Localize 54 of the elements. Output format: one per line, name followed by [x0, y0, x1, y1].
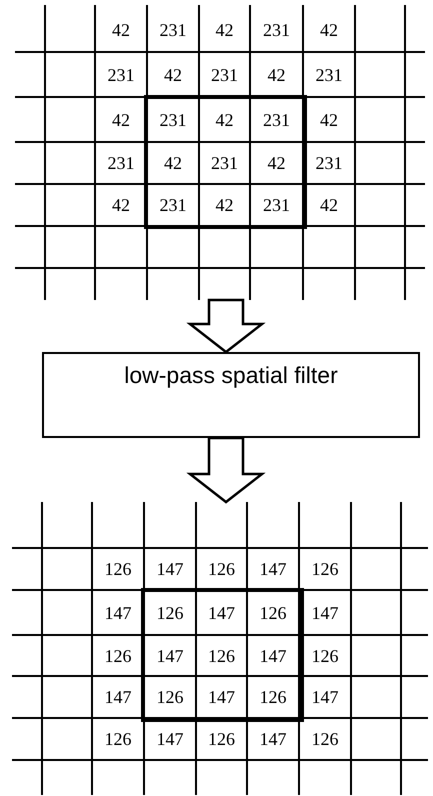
pixel-value: 147 — [104, 688, 132, 706]
pixel-value: 231 — [316, 66, 342, 84]
pixel-value: 147 — [260, 646, 286, 664]
pixel-value: 126 — [208, 730, 235, 748]
pixel-value: 126 — [260, 688, 286, 706]
pixel-value: 231 — [263, 21, 290, 39]
pixel-value: 42 — [112, 110, 130, 128]
pixel-value: 231 — [316, 154, 342, 172]
pixel-value: 126 — [260, 604, 286, 622]
pixel-value: 42 — [320, 21, 338, 39]
pixel-value: 147 — [260, 560, 286, 578]
box-title: low-pass spatial filter — [123, 361, 339, 390]
pixel-value: 126 — [156, 688, 184, 706]
pixel-value: 126 — [312, 560, 338, 578]
pixel-value: 126 — [312, 730, 338, 748]
pixel-value: 42 — [164, 66, 182, 84]
pixel-value: 42 — [320, 110, 338, 128]
pixel-value: 42 — [112, 196, 130, 214]
pixel-value: 126 — [312, 646, 338, 664]
pixel-value: 147 — [208, 604, 235, 622]
pixel-value: 126 — [104, 646, 132, 664]
pixel-value: 42 — [164, 154, 182, 172]
pixel-value: 42 — [268, 66, 286, 84]
pixel-value: 126 — [104, 730, 132, 748]
pixel-value: 231 — [160, 196, 186, 214]
pixel-value: 147 — [104, 604, 132, 622]
pixel-value: 147 — [312, 604, 338, 622]
pixel-value: 147 — [312, 688, 338, 706]
pixel-value: 231 — [108, 154, 134, 172]
process-box — [42, 352, 420, 438]
pixel-value: 126 — [104, 560, 132, 578]
pixel-value: 126 — [156, 604, 184, 622]
block-arrow — [186, 298, 266, 354]
pixel-value: 147 — [156, 730, 184, 748]
pixel-value: 42 — [320, 196, 338, 214]
pixel-value: 231 — [211, 66, 238, 84]
pixel-value: 147 — [208, 688, 235, 706]
pixel-value: 147 — [156, 646, 184, 664]
pixel-value: 126 — [208, 646, 235, 664]
pixel-value: 231 — [108, 66, 134, 84]
pixel-value: 42 — [268, 154, 286, 172]
block-arrow — [186, 436, 266, 504]
pixel-value: 42 — [112, 21, 130, 39]
pixel-value: 231 — [211, 154, 238, 172]
pixel-value: 42 — [216, 110, 234, 128]
pixel-value: 231 — [263, 196, 290, 214]
pixel-value: 231 — [160, 21, 186, 39]
pixel-value: 147 — [260, 730, 286, 748]
pixel-value: 42 — [216, 196, 234, 214]
pixel-value: 231 — [160, 110, 186, 128]
pixel-value: 42 — [216, 21, 234, 39]
pixel-value: 231 — [263, 110, 290, 128]
pixel-value: 147 — [156, 560, 184, 578]
pixel-value: 126 — [208, 560, 235, 578]
